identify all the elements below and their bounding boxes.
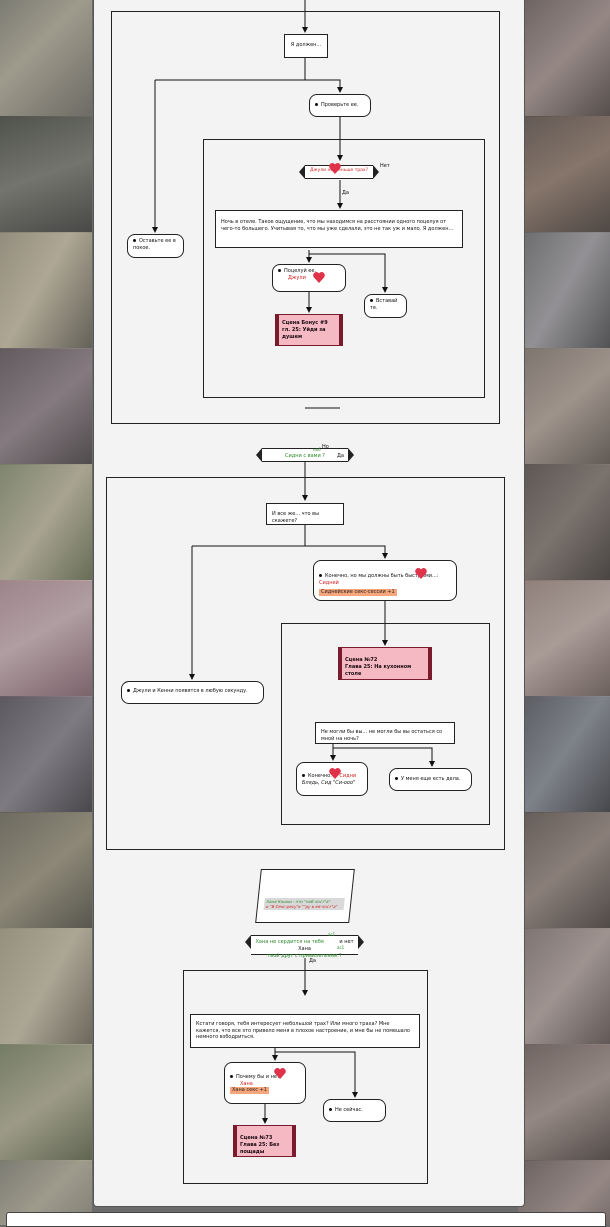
hana-note: Хана Кошки - это "ноб пост"а" и "В Секс-… (255, 869, 355, 923)
heart-icon (274, 1068, 286, 1079)
still-have-things-option[interactable]: У меня еще есть дела. (389, 768, 472, 791)
leave-her-option[interactable]: Оставьте ее в покое. (127, 234, 184, 258)
section2-question: И все же... что вы скажете? (266, 503, 344, 525)
condition-yes-label: Да (309, 958, 316, 964)
section2-outer-frame (106, 477, 505, 850)
bullet-icon (329, 1108, 332, 1111)
scene-card-bonus9[interactable]: Сцена Бонус #9 гл. 25: Уйди за душем (275, 314, 343, 346)
bullet-icon (370, 299, 373, 302)
section1-outer-frame (111, 11, 500, 424)
section3-outer-frame (183, 970, 428, 1184)
why-not-option[interactable]: Почему бы и нет? Хана Хана секс +1 (224, 1062, 306, 1104)
section1-top-node: Я должен... (284, 34, 328, 58)
scene-card-73[interactable]: Сцена №73 Глава 25: Без пощады (233, 1125, 296, 1157)
heart-icon (329, 768, 341, 779)
condition-yes-label: Да (342, 190, 349, 196)
background-screenshots-left (0, 0, 92, 1225)
bullet-icon (395, 777, 398, 780)
bullet-icon (278, 269, 281, 272)
section2-stay-question: Не могли бы вы... не могли бы вы остатьс… (315, 722, 455, 744)
condition-sup-label: ас1 (337, 945, 345, 950)
bullet-icon (302, 774, 305, 777)
check-her-option[interactable]: Проверьте ее. (309, 94, 371, 117)
bullet-icon (319, 574, 322, 577)
bullet-icon (315, 103, 318, 106)
kiss-her-option[interactable]: Поцелуй ее. Джули (272, 264, 346, 292)
sure-quick-option[interactable]: Конечно, но мы должны быть быстрыми...: … (313, 560, 457, 601)
heart-icon (329, 163, 341, 174)
stat-tag: Сиднейские секс-сессии +1 (319, 589, 397, 596)
condition-no-label: Но (322, 444, 329, 450)
section2-condition: Сидни с вами ? (256, 448, 354, 462)
condition-yes-label: Да (337, 453, 344, 459)
section1-inner-frame (203, 139, 485, 398)
section3-narration: Кстати говоря, тебя интересует небольшой… (190, 1014, 420, 1048)
section1-narration: Ночь в отеле. Такое ощущение, что мы нах… (215, 210, 463, 248)
not-now-option[interactable]: Не сейчас. (323, 1099, 386, 1122)
heart-icon (415, 568, 427, 579)
bullet-icon (230, 1075, 233, 1078)
stat-tag: Хана секс +1 (230, 1087, 269, 1094)
section3-condition: Хана не сердится на тебя и нет Хана твой… (245, 935, 364, 959)
background-screenshots-right (518, 0, 610, 1225)
section2-inner-frame (281, 623, 490, 825)
flowchart-panel (93, 0, 525, 1207)
condition-sup-label: ас1 (328, 932, 336, 937)
heart-icon (313, 272, 325, 283)
jk-arrive-option[interactable]: Джули и Кенни появятся в любую секунду. (121, 681, 264, 704)
condition-no-label: Нет (380, 163, 390, 169)
scene-card-72[interactable]: Сцена №72 Глава 25: На кухонном столе (338, 647, 432, 680)
sure-stay-option[interactable]: Конечно. Сидни Блядь, Сид "Си-ооо" (296, 762, 368, 796)
get-up-option[interactable]: Вставай те. (364, 294, 407, 318)
condition-sup-label: ноб (313, 447, 321, 452)
bullet-icon (127, 689, 130, 692)
bullet-icon (133, 239, 136, 242)
